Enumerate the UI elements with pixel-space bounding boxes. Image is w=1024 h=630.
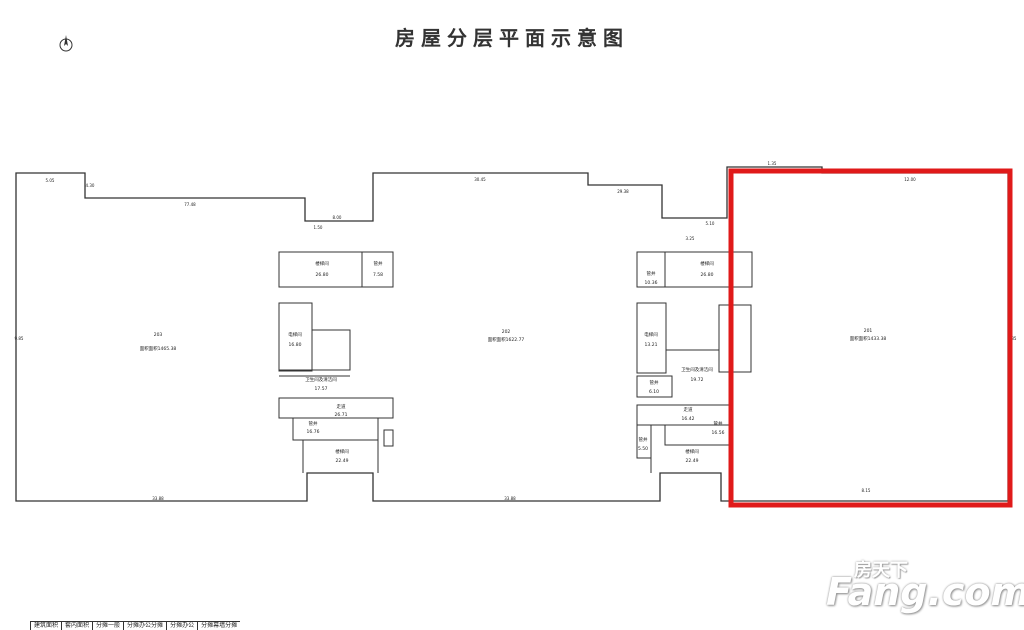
core-left-stair-top-area: 26.80 [316,272,329,278]
highlight-box [728,168,1013,508]
dim-label: 1.35 [768,161,777,166]
core-left-toilet-area: 17.57 [315,386,328,392]
left-hall-area: 面积面积1465.38 [140,345,177,352]
core-left-elevator-area: 16.80 [289,342,302,348]
core-left-shaft-top-area: 7.58 [373,272,383,278]
right-hall-area: 面积面积1433.38 [850,335,887,342]
left-hall-number: 203 [154,332,163,338]
table-cell: 分摊办公 [166,622,197,630]
dim-label: 3.25 [686,236,695,241]
table-cell: 分摊一般 [92,622,123,630]
core-right-corridor: 走道 [684,406,693,413]
core-right-toilet-area: 19.72 [691,377,704,383]
core-left-stair-top: 楼梯间 [315,260,329,267]
core-left-shaft-mid: 管井 [309,420,318,427]
core-left-elevator: 电梯间 [288,331,302,338]
core-left-stair-bottom: 楼梯间 [335,448,349,455]
dim-label: 5.05 [46,178,55,183]
core-left [278,251,394,473]
dim-label: 1.50 [314,225,323,230]
core-right-stair-top: 楼梯间 [700,260,714,267]
dim-label: 8.15 [862,488,871,493]
dim-label: 77.48 [184,202,196,207]
core-right-shaft-small: 管井 [650,379,659,386]
center-hall-number: 202 [502,329,511,335]
dim-label: 4.30 [86,183,95,188]
building-outline [15,166,1009,502]
north-arrow-icon [59,35,73,52]
center-hall-area: 面积面积1622.77 [488,336,525,343]
watermark-top: 房天下 [854,560,908,581]
dim-label: 12.00 [904,177,916,182]
dim-label: 8.00 [333,215,342,220]
core-left-stair-bottom-area: 22.49 [336,458,349,464]
core-right-stair-bottom-area: 22.49 [686,458,699,464]
dim-label: 29.38 [617,189,629,194]
core-right-stair-bottom: 楼梯间 [685,448,699,455]
core-left-corridor: 走道 [337,403,346,410]
dim-label: 30.45 [474,177,486,182]
core-left-shaft-mid-area: 16.76 [307,429,320,435]
dim-label: 5.10 [706,221,715,226]
core-right-shaft-mid: 管井 [714,420,723,427]
core-right-corridor-area: 16.42 [682,416,695,422]
core-right-shaft-small-area: 6.10 [649,389,659,395]
table-cell: 分摊幕墙分摊 [197,622,240,630]
core-right-elevator: 电梯间 [644,331,658,338]
page-title: 房屋分层平面示意图 [395,26,629,50]
core-right-stair-top-area: 26.80 [701,272,714,278]
table-cell: 分摊办公分摊 [123,622,166,630]
core-left-shaft-top: 管井 [374,260,383,267]
fang-watermark: 房天下 Fang.com [826,556,1024,618]
core-right-elevator-area: 13.21 [645,342,658,348]
watermark-main: Fang.com [826,570,1024,614]
core-right-shaft-top-area: 10.36 [645,280,658,286]
bottom-table: 建筑面积 套内面积 分摊一般 分摊办公分摊 分摊办公 分摊幕墙分摊 [30,621,241,630]
core-right-shaft-left: 管井 [639,436,648,443]
dim-label: 33.88 [504,496,516,501]
core-right-shaft-left-area: 5.50 [638,446,648,452]
core-right-shaft-mid-area: 16.56 [712,430,725,436]
dim-label: 33.88 [152,496,164,501]
table-cell: 建筑面积 [30,622,61,630]
right-hall-number: 201 [864,328,873,334]
core-right-toilet: 卫生间及清洁间 [681,366,713,373]
table-cell: 套内面积 [61,622,92,630]
core-left-corridor-area: 26.71 [335,412,348,418]
dim-label: 9.85 [15,336,24,341]
core-left-toilet: 卫生间及清洁间 [305,376,337,383]
core-right-shaft-top: 管井 [647,270,656,277]
